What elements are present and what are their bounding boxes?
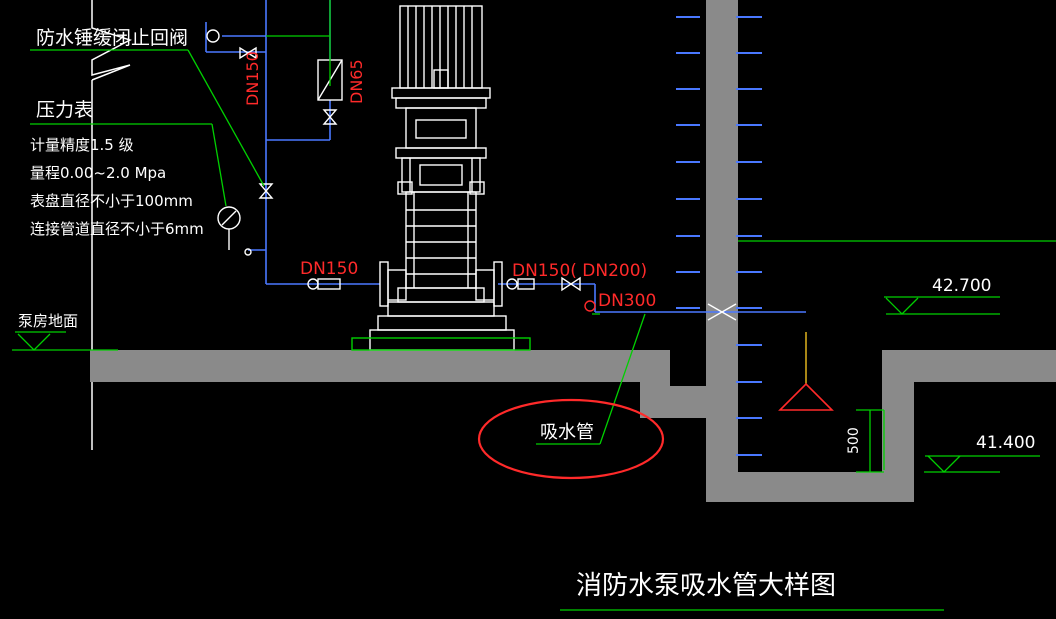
pressure-gauge-label: 压力表 <box>36 99 93 121</box>
suction-dn150-200-label: DN150( DN200) <box>512 261 647 281</box>
break-line <box>91 0 132 450</box>
suction-pipe-label: 吸水管 <box>540 422 594 443</box>
gauge-spec-4: 连接管道直径不小于6mm <box>30 220 204 238</box>
suction-fittings <box>584 300 596 312</box>
water-level-marker <box>778 332 834 411</box>
elevation-upper: 42.700 <box>932 276 991 296</box>
gauge-spec-3: 表盘直径不小于100mm <box>30 192 193 210</box>
leaders <box>15 0 1056 611</box>
pump-foundation <box>351 337 531 351</box>
riser-dn150-label: DN150 <box>243 51 262 106</box>
discharge-dn150-label: DN150 <box>300 259 358 279</box>
fire-pump <box>369 5 515 351</box>
branch-dn65-label: DN65 <box>347 59 366 104</box>
wall-ladder-rungs <box>676 16 762 456</box>
elevation-lower: 41.400 <box>976 433 1035 453</box>
gauge-spec-1: 计量精度1.5 级 <box>30 136 134 154</box>
wall-sleeve <box>707 303 737 321</box>
annotations: 防水锤缓闭止回阀 压力表 计量精度1.5 级 量程0.00~2.0 Mpa 表盘… <box>18 27 1035 601</box>
drawing-title: 消防水泵吸水管大样图 <box>576 571 836 601</box>
check-valve-label: 防水锤缓闭止回阀 <box>36 27 188 49</box>
gauge-spec-2: 量程0.00~2.0 Mpa <box>30 164 166 182</box>
suction-dn300-label: DN300 <box>598 291 656 311</box>
suction-pipe-highlight <box>477 398 665 480</box>
dimension-500: 500 <box>846 427 862 454</box>
concrete-structure <box>90 0 1056 502</box>
pump-room-floor-label: 泵房地面 <box>18 312 78 330</box>
valves <box>206 29 581 292</box>
elevation-markers <box>12 297 1000 473</box>
